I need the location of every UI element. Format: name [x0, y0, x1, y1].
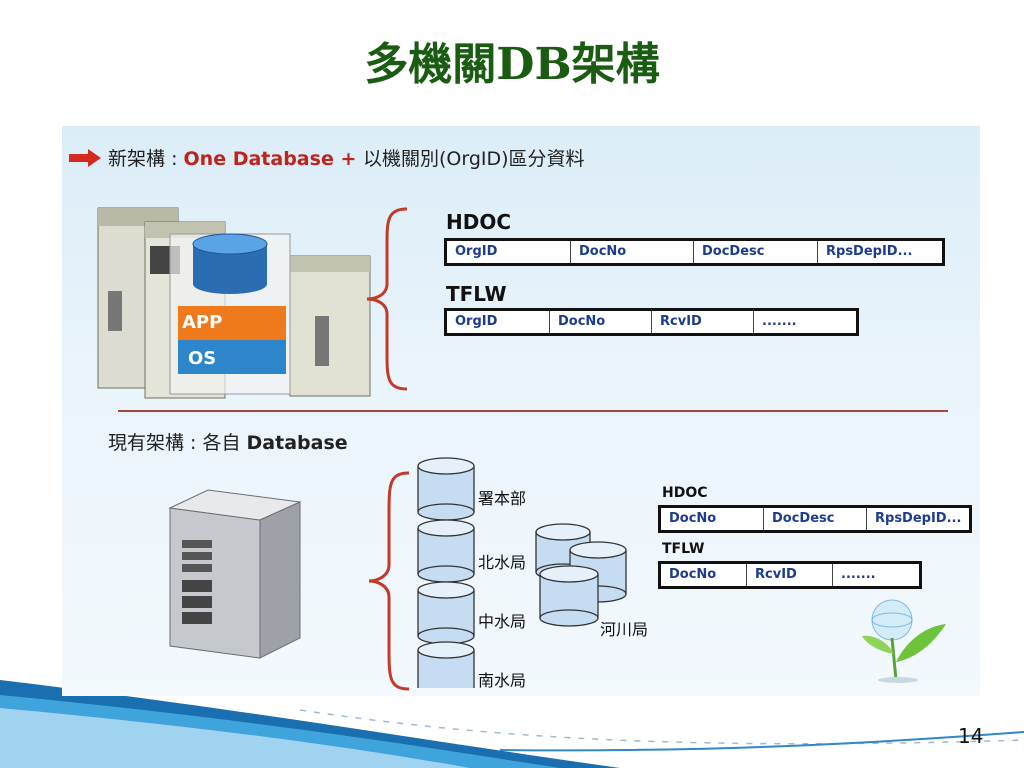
- current-arch-heading-bold: Database: [246, 432, 348, 454]
- new-hdoc-col-orgid: OrgID: [447, 241, 571, 263]
- current-tflw-label: TFLW: [662, 541, 705, 557]
- page-number: 14: [958, 724, 984, 748]
- red-arrow-icon: [69, 149, 101, 167]
- new-hdoc-col-rpsdepid: RpsDepID...: [826, 244, 913, 259]
- new-hdoc-col-docno: DocNo: [571, 241, 694, 263]
- new-arch-heading-prefix: 新架構 :: [108, 148, 184, 170]
- new-arch-heading-suffix: 以機關別(OrgID)區分資料: [362, 148, 585, 170]
- new-tflw-table: OrgID DocNo RcvID .......: [444, 308, 859, 336]
- new-tflw-col-ellipsis: .......: [762, 314, 797, 329]
- new-hdoc-col-docdesc: DocDesc: [694, 241, 818, 263]
- brace-current-arch: [368, 471, 410, 691]
- new-tflw-col-orgid: OrgID: [447, 311, 550, 333]
- new-hdoc-label: HDOC: [446, 210, 512, 234]
- cylinder-central: [417, 581, 475, 645]
- database-cylinders: [417, 457, 627, 688]
- new-tflw-col-docno: DocNo: [550, 311, 652, 333]
- new-arch-heading-accent: One Database +: [183, 148, 363, 170]
- new-arch-heading: 新架構 : One Database + 以機關別(OrgID)區分資料: [68, 144, 585, 171]
- current-tflw-table: DocNo RcvID .......: [658, 561, 922, 589]
- current-hdoc-col-rpsdepid: RpsDepID...: [875, 511, 962, 526]
- db-label-south: 南水局: [478, 671, 527, 690]
- cylinder-north: [417, 519, 475, 583]
- current-tflw-col-docno: DocNo: [661, 564, 747, 586]
- globe-plant-icon: [862, 599, 946, 683]
- new-tflw-label: TFLW: [446, 282, 507, 306]
- db-label-central: 中水局: [478, 612, 527, 631]
- new-tflw-col-rcvid: RcvID: [652, 311, 754, 333]
- current-hdoc-label: HDOC: [662, 485, 708, 501]
- bottom-wave-decoration: [0, 680, 1024, 768]
- current-hdoc-table: DocNo DocDesc RpsDepID...: [658, 505, 972, 533]
- section-divider: [118, 410, 948, 412]
- current-arch-heading: 現有架構 : 各自 Database: [108, 428, 348, 455]
- slide-title: 多機關DB架構: [364, 39, 660, 90]
- current-hdoc-col-docno: DocNo: [661, 508, 764, 530]
- new-hdoc-table: OrgID DocNo DocDesc RpsDepID...: [444, 238, 945, 266]
- app-label: APP: [182, 312, 222, 333]
- current-arch-heading-prefix: 現有架構 : 各自: [108, 432, 247, 454]
- current-tflw-col-ellipsis: .......: [841, 567, 876, 582]
- os-label: OS: [188, 348, 216, 369]
- current-hdoc-col-docdesc: DocDesc: [764, 508, 867, 530]
- db-label-north: 北水局: [478, 553, 527, 572]
- tower-server-icon: [168, 489, 302, 659]
- cylinder-river-cluster: [535, 523, 627, 627]
- db-label-hq: 署本部: [478, 489, 527, 508]
- server-cluster-icon: APP OS: [97, 207, 371, 399]
- cylinder-hq: [417, 457, 475, 521]
- db-label-river: 河川局: [600, 620, 649, 639]
- current-tflw-col-rcvid: RcvID: [747, 564, 833, 586]
- brace-new-arch: [366, 207, 408, 391]
- cylinder-south: [417, 641, 475, 688]
